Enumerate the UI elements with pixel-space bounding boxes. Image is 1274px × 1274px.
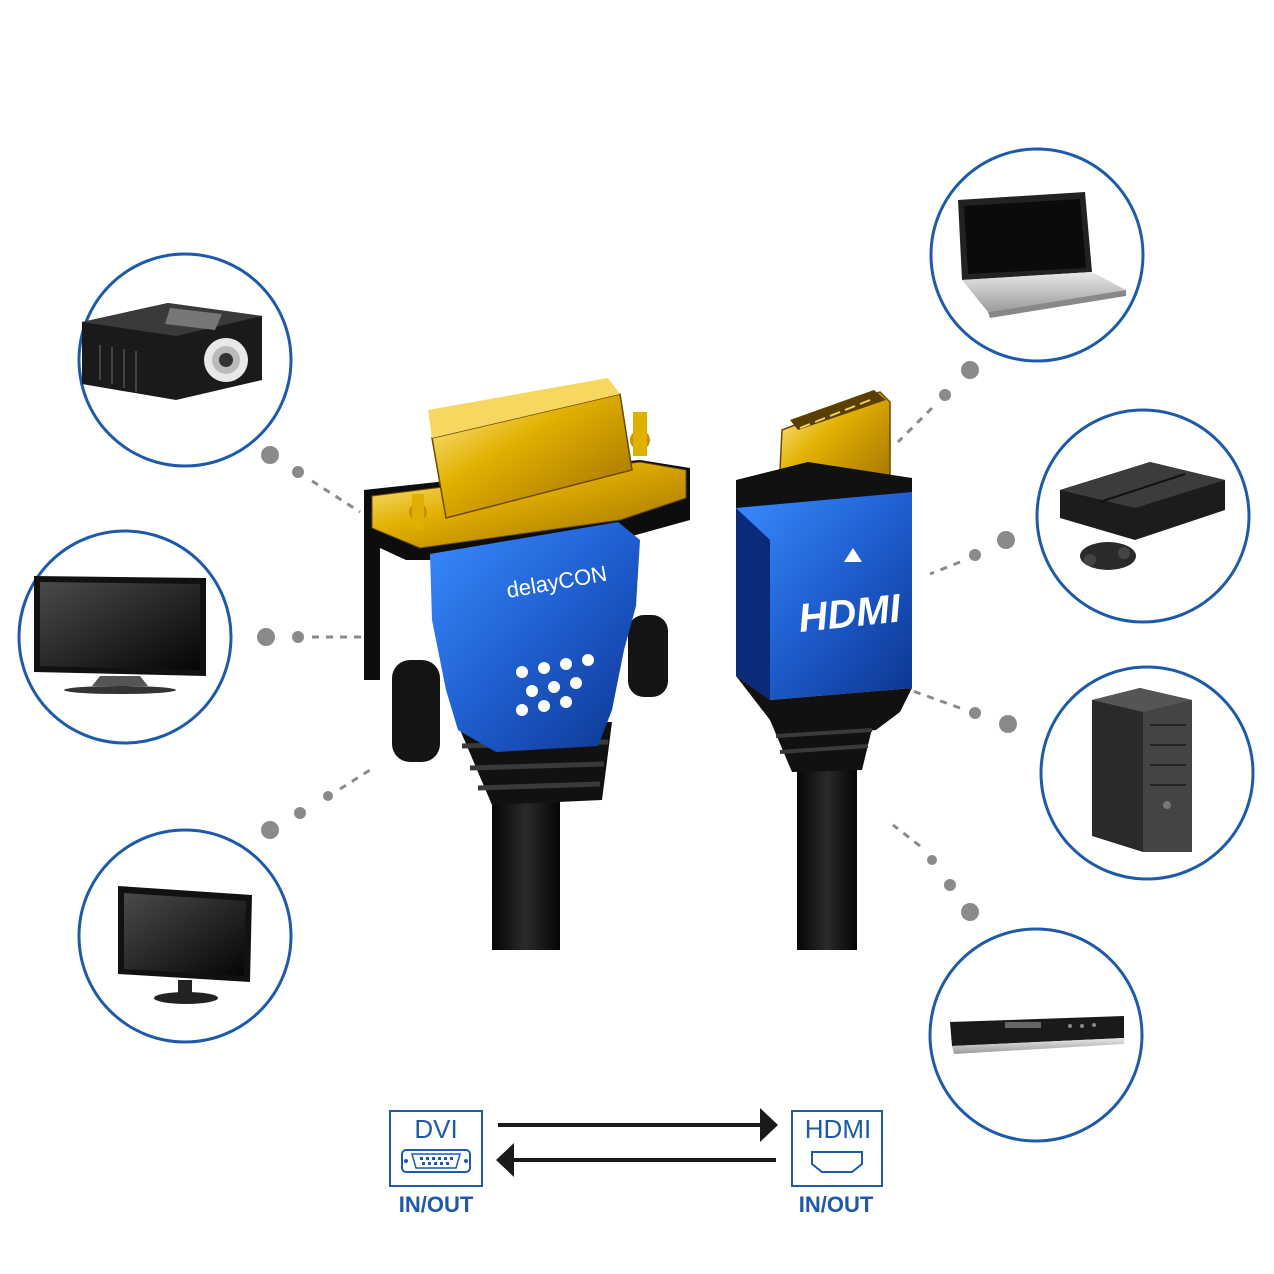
dvi-label: DVI bbox=[414, 1114, 458, 1144]
connector-lines bbox=[257, 361, 1017, 921]
line-media-player bbox=[892, 823, 979, 921]
hdmi-cable bbox=[797, 770, 857, 950]
arrow-left-icon bbox=[496, 1143, 776, 1177]
line-projector bbox=[261, 446, 361, 514]
line-laptop bbox=[896, 361, 979, 444]
dvi-housing bbox=[430, 522, 640, 752]
line-tv bbox=[257, 628, 380, 646]
tv-icon bbox=[34, 576, 206, 694]
signal-diagram bbox=[389, 1108, 883, 1187]
monitor-icon bbox=[118, 886, 252, 1004]
media-player-icon bbox=[950, 1016, 1124, 1054]
hdmi-label: HDMI bbox=[804, 1114, 872, 1144]
hdmi-io-label: IN/OUT bbox=[798, 1192, 874, 1217]
game-console-icon bbox=[1060, 462, 1225, 570]
dvi-box bbox=[389, 1110, 483, 1187]
arrow-up-icon bbox=[844, 548, 862, 562]
hdmi-port-icon bbox=[811, 1151, 863, 1173]
projector-icon bbox=[82, 303, 262, 400]
thumbscrew-right bbox=[628, 615, 668, 697]
hdmi-connector: HDMI bbox=[736, 390, 912, 772]
line-monitor bbox=[261, 768, 371, 839]
dvi-cable bbox=[492, 800, 560, 950]
line-console bbox=[929, 531, 1015, 576]
dvi-port-icon bbox=[401, 1149, 471, 1173]
cables bbox=[492, 770, 857, 950]
pc-tower-icon bbox=[1092, 688, 1192, 852]
hdmi-logo: HDMI bbox=[796, 586, 903, 641]
line-pc bbox=[909, 688, 1017, 733]
arrow-right-icon bbox=[498, 1108, 778, 1142]
thumbscrew-left bbox=[392, 660, 440, 762]
hdmi-housing bbox=[736, 492, 912, 700]
dvi-dot-pattern bbox=[516, 654, 594, 716]
laptop-icon bbox=[958, 192, 1126, 318]
dvi-io-label: IN/OUT bbox=[398, 1192, 474, 1217]
dvi-connector: delayCON bbox=[364, 378, 690, 805]
hdmi-box bbox=[791, 1110, 883, 1187]
